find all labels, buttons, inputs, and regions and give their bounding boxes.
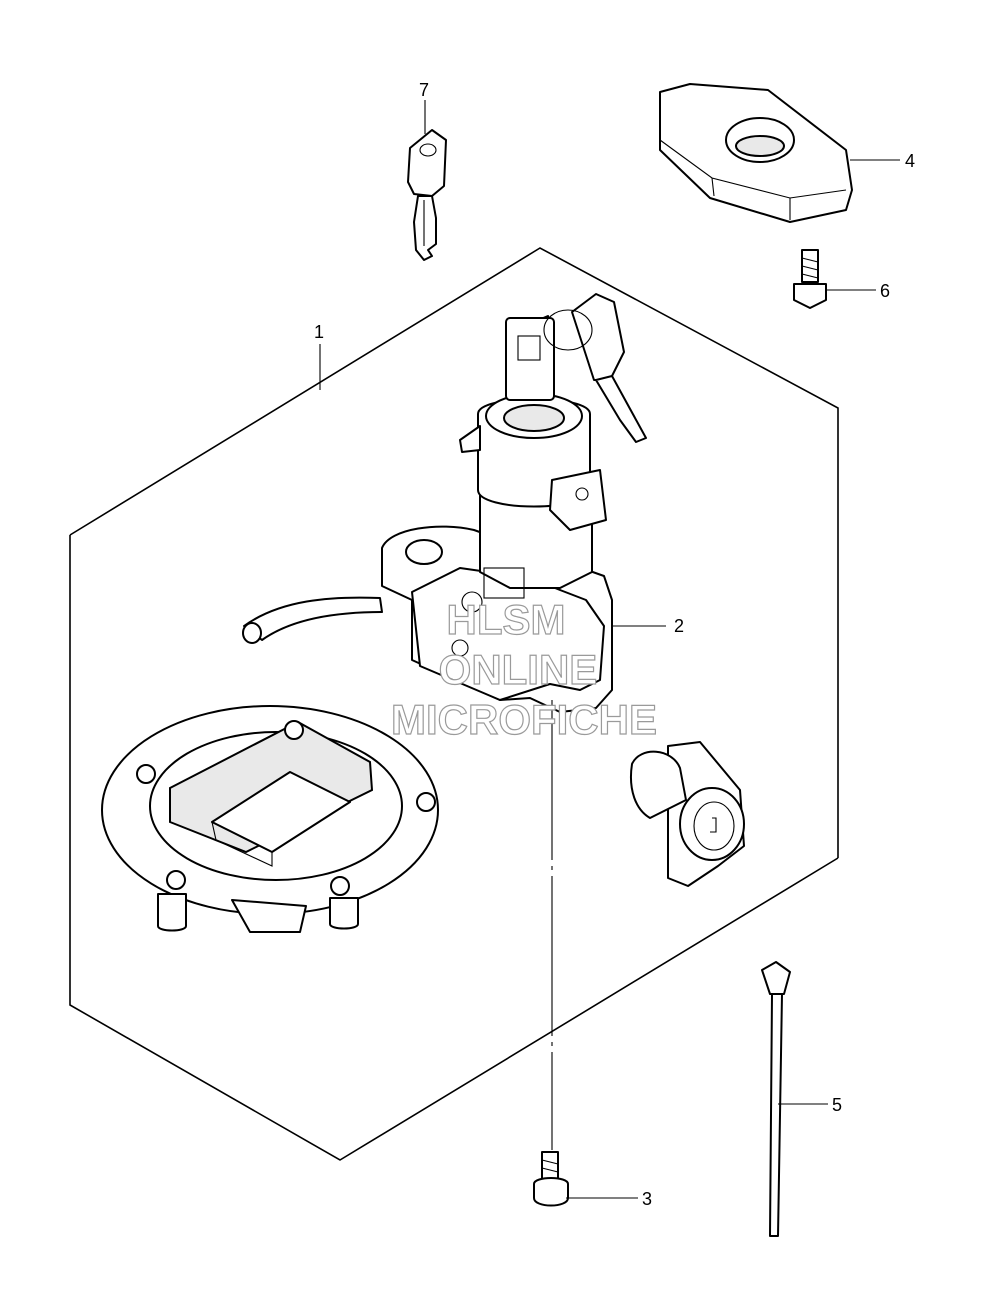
callout-1: 1 <box>314 322 324 342</box>
callout-6: 6 <box>880 281 890 301</box>
callout-3: 3 <box>642 1189 652 1209</box>
bolt-part-6[interactable] <box>793 249 827 309</box>
callout-4: 4 <box>905 151 915 171</box>
watermark-line-3: MICROFICHE <box>391 696 657 743</box>
cover-part-4[interactable] <box>659 83 853 223</box>
watermark-line-2: ONLINE <box>439 646 598 693</box>
kit-outline-box <box>69 247 839 1161</box>
seat-lock[interactable] <box>630 741 745 887</box>
cable-tie-part-5[interactable] <box>761 961 791 1237</box>
callout-7: 7 <box>419 80 429 100</box>
key-part-7[interactable] <box>407 129 447 261</box>
callout-5: 5 <box>832 1095 842 1115</box>
watermark: HLSM ONLINE MICROFICHE <box>390 595 657 743</box>
screw-part-3[interactable] <box>533 1151 569 1207</box>
ignition-switch-part-2[interactable] <box>242 293 647 713</box>
callout-2: 2 <box>674 616 684 636</box>
fuel-cap[interactable] <box>101 705 439 933</box>
watermark-line-1: HLSM <box>447 596 566 643</box>
leader-lines <box>319 100 900 1199</box>
